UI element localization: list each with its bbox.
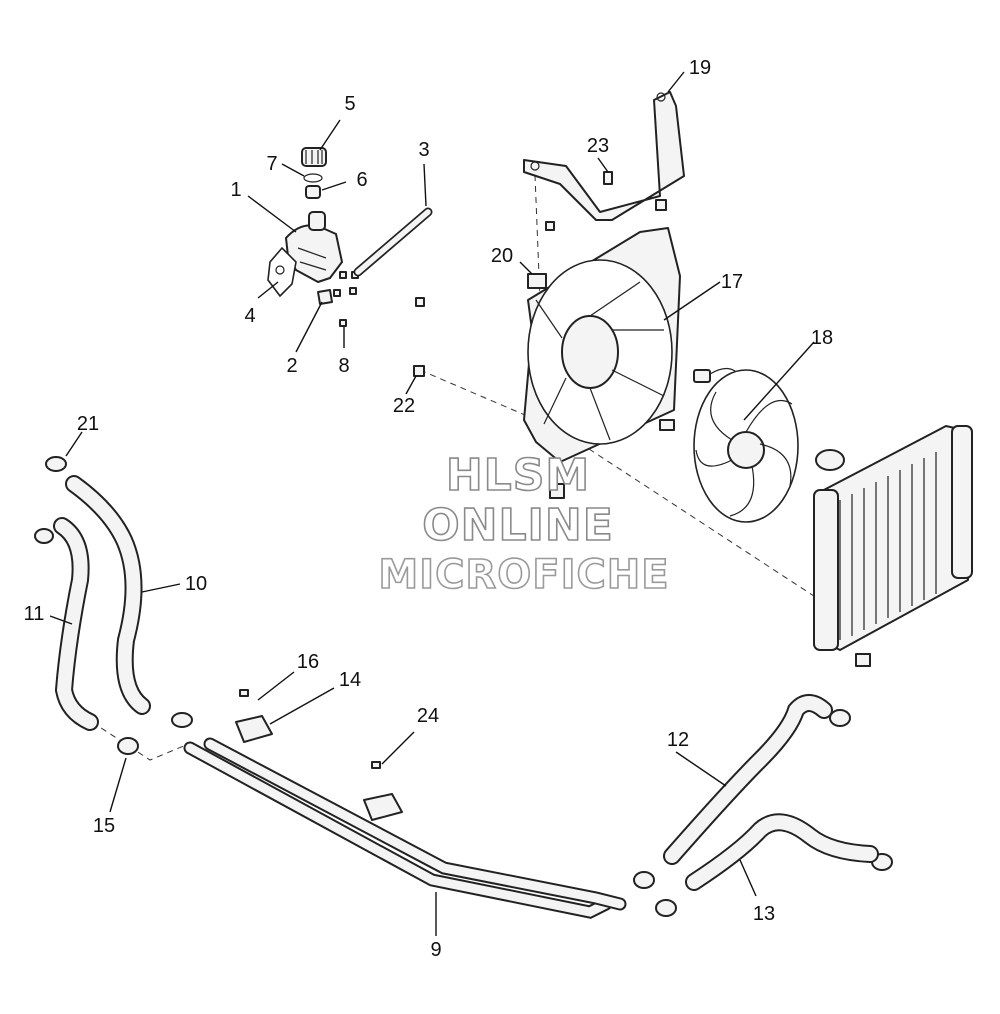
coolant-pipes-icon: [183, 737, 627, 919]
fan-shroud-icon: [523, 227, 681, 499]
o-ring-icon: [303, 173, 323, 183]
callout-23: 23: [587, 135, 609, 157]
callout-3: 3: [418, 139, 429, 161]
callout-16: 16: [297, 651, 319, 673]
bolt-icon: [413, 171, 667, 377]
pipe-clamp-icon: [235, 715, 403, 821]
callout-19: 19: [689, 57, 711, 79]
callout-22: 22: [393, 395, 415, 417]
watermark: HLSM ONLINE MICROFICHE: [378, 449, 670, 599]
callout-15: 15: [93, 815, 115, 837]
callout-4: 4: [244, 305, 255, 327]
callout-20: 20: [491, 245, 513, 267]
callout-18: 18: [811, 327, 833, 349]
hose-icon: [53, 517, 99, 731]
callout-8: 8: [338, 355, 349, 377]
callout-7: 7: [266, 153, 277, 175]
callout-21: 21: [77, 413, 99, 435]
reservoir-cap-icon: [301, 147, 327, 167]
watermark-line-1: HLSM: [446, 450, 590, 501]
bolt-icon: [239, 689, 381, 769]
watermark-line-2: ONLINE: [422, 500, 614, 551]
callout-6: 6: [356, 169, 367, 191]
overflow-hose-icon: [353, 207, 433, 277]
callout-11: 11: [24, 603, 45, 625]
callout-10: 10: [185, 573, 207, 595]
callout-5: 5: [344, 93, 355, 115]
callout-13: 13: [753, 903, 775, 925]
grommet-icon: [527, 273, 547, 289]
callout-12: 12: [667, 729, 689, 751]
callout-17: 17: [721, 271, 743, 293]
callout-labels: 1 2 3 4 5 6 7 8 9 10 11 12 13 14 15 16 1…: [24, 57, 834, 961]
callout-24: 24: [417, 705, 439, 727]
hose-icon: [65, 475, 151, 715]
watermark-line-3: MICROFICHE: [378, 552, 669, 598]
callout-14: 14: [339, 669, 361, 691]
hose-clamp-icon: [34, 456, 893, 917]
hose-icon: [663, 694, 833, 865]
cooling-fan-icon: [693, 367, 799, 523]
radiator-icon: [813, 425, 973, 667]
leader-lines: [49, 71, 815, 936]
bracket-icon: [523, 91, 685, 221]
screw-icon: [333, 271, 425, 327]
hose-icon: [685, 813, 879, 891]
fitting-icon: [317, 289, 333, 305]
callout-2: 2: [286, 355, 297, 377]
callout-1: 1: [230, 179, 241, 201]
cap-seal-icon: [305, 185, 321, 199]
reservoir-tank-icon: [285, 211, 343, 283]
callout-9: 9: [430, 939, 441, 961]
